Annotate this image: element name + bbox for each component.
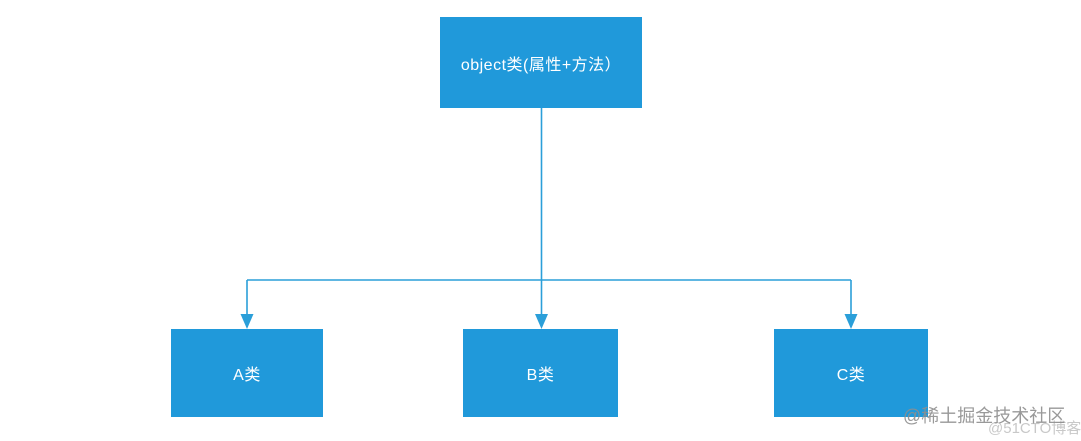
arrow-down-icon xyxy=(535,314,548,329)
child-node-a-label: A类 xyxy=(233,367,261,384)
child-node-b: B类 xyxy=(463,329,618,417)
arrow-down-icon xyxy=(844,314,858,329)
root-node-label: object类(属性+方法） xyxy=(460,56,622,74)
watermark-51cto: @51CTO博客 xyxy=(988,420,1081,437)
child-node-c-label: C类 xyxy=(836,367,866,384)
child-node-c: C类 xyxy=(774,329,928,417)
child-node-b-label: B类 xyxy=(526,367,555,384)
arrow-down-icon xyxy=(240,314,254,329)
child-node-a: A类 xyxy=(171,329,323,417)
root-node-object: object类(属性+方法） xyxy=(440,17,642,108)
